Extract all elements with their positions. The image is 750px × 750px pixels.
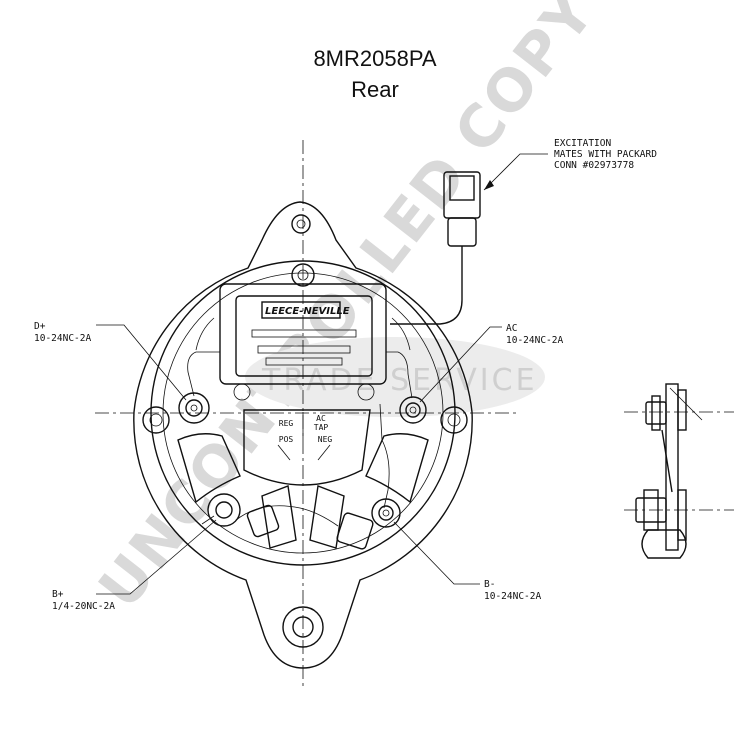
callout-ac-line-1: AC	[506, 323, 517, 334]
b-plus-boot	[336, 512, 374, 550]
top-mount-hole	[291, 214, 311, 234]
d-plus-leader	[96, 324, 187, 401]
voltage-regulator: LEECE-NEVILLE REG AC TAP POS NEG	[219, 283, 387, 486]
callout-d-plus-line-2: 10-24NC-2A	[34, 333, 91, 344]
callout-b-minus-line-1: B-	[484, 579, 495, 590]
callout-excitation-line-1: EXCITATION	[554, 138, 611, 149]
callout-excitation-line-2: MATES WITH PACKARD	[554, 149, 657, 160]
vent-slot-bottom-right	[309, 485, 345, 549]
callout-excitation: EXCITATION MATES WITH PACKARD CONN #0297…	[554, 138, 657, 171]
b-plus-insulator	[246, 504, 280, 538]
b-plus-terminal	[201, 493, 241, 527]
excitation-leader	[483, 153, 548, 191]
regulator-label-neg: NEG	[318, 435, 333, 444]
callout-ac: AC 10-24NC-2A	[506, 323, 563, 346]
part-number-title: 8MR2058PA	[313, 46, 436, 71]
side-plate	[665, 383, 679, 551]
ac-wire	[386, 351, 413, 399]
bottom-mount-hole	[282, 606, 324, 648]
regulator-rib-2	[257, 345, 351, 354]
vent-slot-bottom-left	[261, 485, 297, 549]
vent-slot-right	[365, 433, 429, 504]
b-plus-leader	[96, 519, 217, 595]
regulator-label-pos: POS	[279, 435, 294, 444]
regulator-lobe	[243, 409, 371, 486]
excitation-connector	[390, 171, 481, 325]
regulator-label-tap: TAP	[314, 423, 329, 432]
callout-b-minus-line-2: 10-24NC-2A	[484, 591, 541, 602]
side-detail-view	[624, 383, 734, 559]
d-plus-wire	[187, 351, 220, 397]
callout-d-plus: D+ 10-24NC-2A	[34, 321, 91, 344]
left-housing-bolt	[142, 406, 170, 434]
side-boot	[641, 529, 687, 559]
callout-b-minus: B- 10-24NC-2A	[484, 579, 541, 602]
callout-b-plus: B+ 1/4-20NC-2A	[52, 589, 115, 612]
side-terminal-upper	[645, 401, 667, 425]
callout-d-plus-line-1: D+	[34, 321, 46, 332]
brand-plate	[261, 301, 341, 319]
regulator-label-ac: AC	[316, 414, 326, 423]
callout-b-plus-line-1: B+	[52, 589, 64, 600]
callout-b-plus-line-2: 1/4-20NC-2A	[52, 601, 115, 612]
regulator-brand: LEECE-NEVILLE	[265, 306, 350, 317]
regulator-screw-left	[233, 383, 251, 401]
regulator-screw-right	[357, 383, 375, 401]
right-housing-bolt	[440, 406, 468, 434]
ac-terminal	[399, 396, 427, 424]
vent-arc-left	[195, 317, 215, 351]
callout-excitation-line-3: CONN #02973778	[554, 160, 634, 171]
ac-leader	[419, 326, 502, 403]
b-minus-leader	[393, 521, 480, 585]
vent-slot-left	[177, 433, 241, 504]
b-minus-terminal	[371, 498, 401, 528]
b-plus-wire	[235, 505, 339, 527]
vent-arc-right	[391, 317, 411, 351]
watermark-secondary: TRADE SERVICE	[261, 363, 538, 398]
view-subtitle: Rear	[351, 77, 399, 102]
regulator-rib-3	[265, 357, 343, 366]
regulator-rib-1	[251, 329, 357, 338]
b-minus-wire	[379, 403, 390, 509]
side-terminal-lower	[635, 497, 667, 523]
upper-housing-bolt	[291, 263, 315, 287]
d-plus-terminal	[178, 392, 210, 424]
callout-ac-line-2: 10-24NC-2A	[506, 335, 563, 346]
regulator-label-reg: REG	[279, 419, 294, 428]
